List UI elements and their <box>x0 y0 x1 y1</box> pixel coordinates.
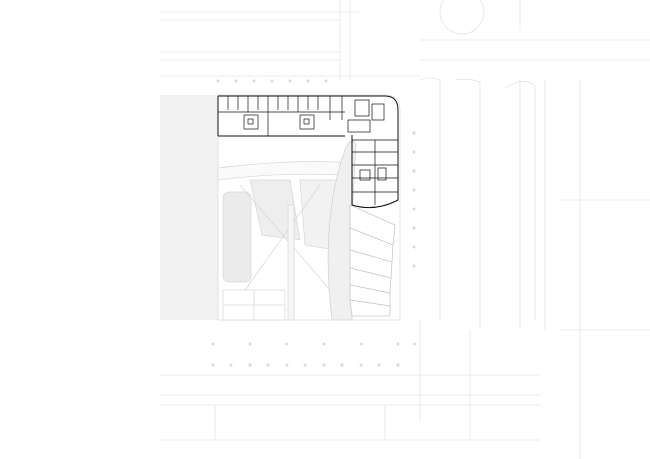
context-streets <box>160 0 650 459</box>
building-east-wing <box>351 110 399 209</box>
stepped-terraces <box>349 204 396 317</box>
building-north-wing <box>217 95 399 137</box>
tree-dots <box>211 79 417 367</box>
courtyard <box>217 161 341 321</box>
